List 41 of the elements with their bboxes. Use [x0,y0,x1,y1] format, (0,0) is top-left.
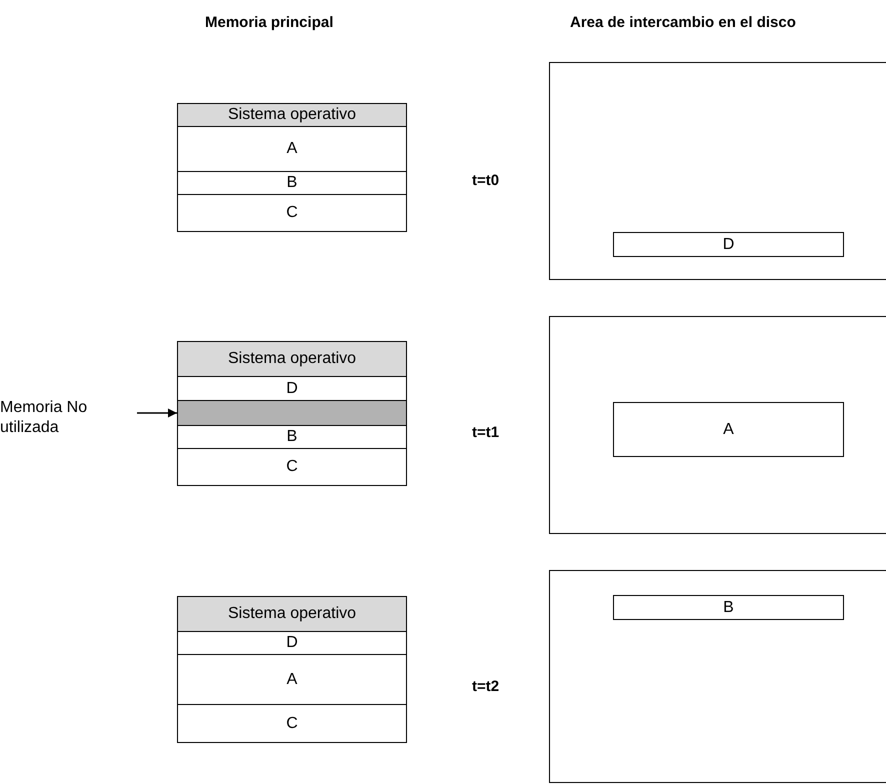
segment-label: A [723,420,734,438]
swap-area-box [549,62,886,280]
memory-segment [177,194,407,232]
segment-label: A [286,140,298,158]
time-label: t=t0 [472,172,500,189]
memory-segment [177,425,407,449]
memory-segment [613,232,844,257]
segment-label: D [286,634,298,652]
memory-segment [177,126,407,172]
memory-segment [177,596,407,632]
segment-label: Sistema operativo [228,605,356,623]
memory-segment [177,448,407,486]
memory-segment [177,376,407,401]
memory-segment [177,341,407,377]
memory-segment [177,103,407,127]
time-label: t=t1 [472,424,500,441]
memory-segment [613,595,844,620]
memory-segment [177,631,407,655]
segment-label: Sistema operativo [228,350,356,368]
memory-segment [177,704,407,743]
segment-label: C [286,714,298,732]
segment-label: C [286,458,298,476]
segment-label: B [286,428,298,446]
segment-label: C [286,204,298,222]
memory-segment [177,171,407,195]
time-label: t=t2 [472,678,500,695]
column-heading: Area de intercambio en el disco [570,14,796,31]
segment-label: Sistema operativo [228,106,356,124]
memory-segment [177,654,407,705]
segment-label: B [286,174,298,192]
column-heading: Memoria principal [205,14,334,31]
annotation-text: Memoria No utilizada [0,398,88,438]
memory-segment [613,402,844,457]
arrow [137,408,177,418]
swap-area-box [549,570,886,783]
segment-label: D [286,380,298,398]
unused-memory-segment [177,400,407,426]
segment-label: B [723,598,734,616]
segment-label: A [286,670,298,688]
segment-label: D [722,236,734,254]
swap-area-box [549,316,886,534]
